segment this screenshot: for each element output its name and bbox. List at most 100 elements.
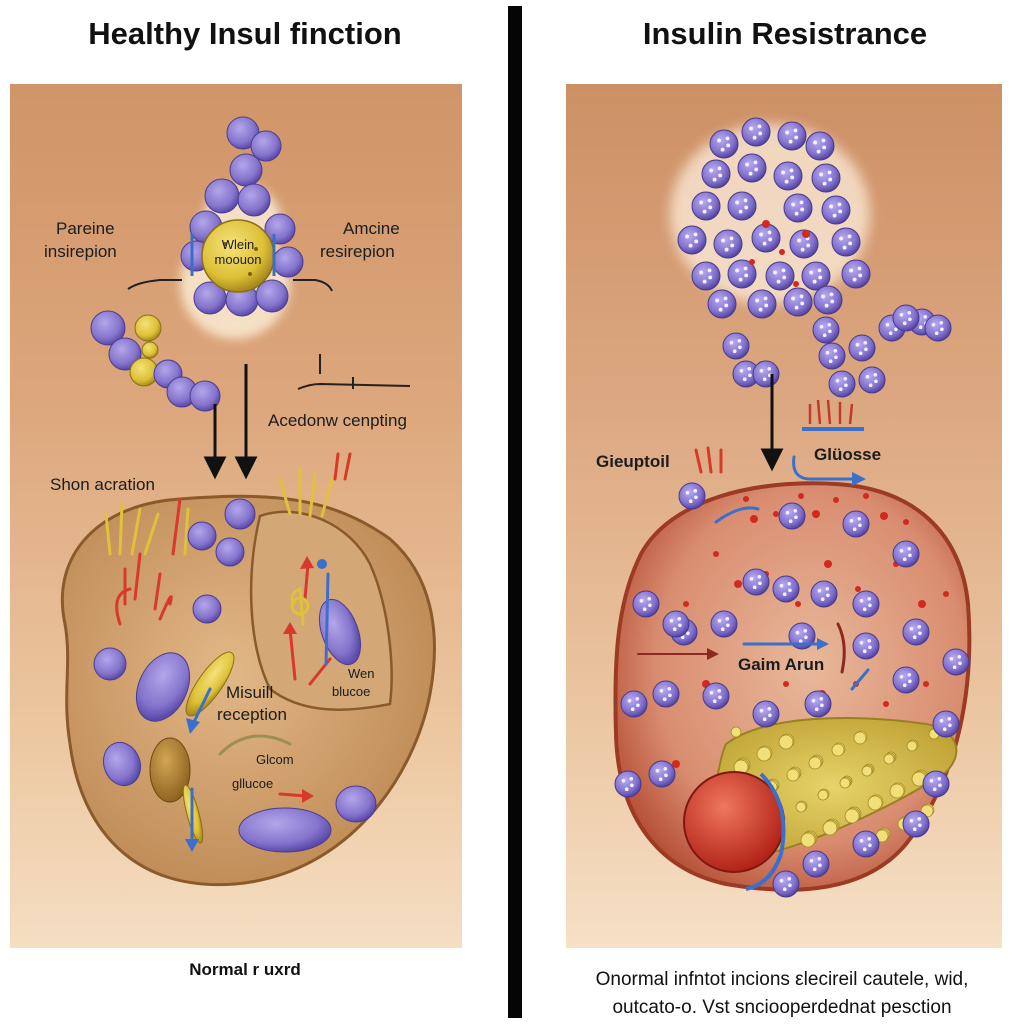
molecule-speckle (767, 706, 772, 711)
molecule-speckle (732, 349, 737, 354)
fat-droplet (730, 726, 742, 738)
label-wen: Wen (348, 666, 375, 681)
molecule (751, 223, 781, 253)
molecule-speckle (764, 303, 769, 308)
molecule-speckle (754, 167, 759, 172)
molecule (614, 770, 642, 798)
molecule (701, 159, 731, 189)
healthy-insulin-panel: Pareine insirepion Amcine resirepion Wle… (10, 84, 462, 948)
glucose-dot (743, 496, 749, 502)
molecule-speckle (795, 630, 800, 635)
molecule-speckle (863, 340, 868, 345)
molecule-speckle (918, 631, 922, 636)
molecule-speckle (949, 656, 954, 661)
molecule-speckle (822, 145, 827, 150)
molecule-speckle (843, 376, 848, 381)
molecule-speckle (793, 128, 798, 133)
molecule-speckle (957, 654, 962, 659)
molecule (777, 121, 807, 151)
molecule-speckle (742, 377, 747, 382)
glucose-dot (855, 586, 861, 592)
molecule-speckle (908, 317, 912, 322)
molecule (924, 314, 952, 342)
molecule-speckle (917, 816, 922, 821)
molecule-speckle (917, 624, 922, 629)
molecule-speckle (757, 124, 762, 129)
molecule-speckle (738, 345, 742, 350)
molecule-speckle (785, 510, 790, 515)
molecule-speckle (688, 499, 693, 504)
molecule (709, 129, 739, 159)
molecule-speckle (830, 299, 835, 304)
molecule-speckle (721, 238, 726, 243)
glucose-dot (734, 580, 742, 588)
molecule-speckle (812, 279, 817, 284)
insulin-core-molecule (190, 219, 276, 293)
molecule-speckle (709, 690, 714, 695)
molecule-speckle (862, 607, 867, 612)
resistance-down-arrow (760, 374, 784, 472)
molecule-speckle (738, 277, 743, 282)
molecule-speckle (787, 581, 792, 586)
cell-molecules (187, 498, 256, 624)
molecule (765, 261, 795, 291)
molecule-speckle (939, 320, 944, 325)
molecule (662, 610, 690, 638)
molecule-speckle (825, 350, 830, 355)
molecule-speckle (793, 508, 798, 513)
molecule (942, 648, 970, 676)
molecule-speckle (758, 307, 763, 312)
blocked-glucose-arrows (637, 446, 870, 691)
molecule-speckle (648, 603, 652, 608)
molecule-speckle (677, 616, 682, 621)
molecule-speckle (858, 273, 863, 278)
molecule-speckle (768, 713, 772, 718)
molecule-speckle (748, 373, 752, 378)
fat-droplet (808, 756, 822, 770)
molecule-speckle (639, 598, 644, 603)
fat-droplet (786, 768, 800, 782)
molecule-speckle (809, 858, 814, 863)
molecule (902, 618, 930, 646)
molecule (812, 316, 840, 344)
molecule-speckle (718, 173, 723, 178)
molecule-speckle (909, 818, 914, 823)
molecule-speckle (767, 230, 772, 235)
molecule-speckle (844, 383, 848, 388)
molecule-speckle (867, 836, 872, 841)
molecule-speckle (828, 329, 832, 334)
molecule-speckle (837, 202, 842, 207)
molecule-speckle (717, 166, 722, 171)
molecule (707, 289, 737, 319)
molecule-speckle (720, 147, 725, 152)
glucose-dot (863, 493, 869, 499)
molecule-speckle (809, 270, 814, 275)
molecule-speckle (812, 867, 817, 872)
molecule-speckle (699, 270, 704, 275)
molecule (648, 760, 676, 788)
molecule-speckle (794, 135, 799, 140)
molecule-speckle (757, 574, 762, 579)
glucose-dot (802, 230, 810, 238)
organelles (93, 598, 377, 853)
molecule (742, 568, 770, 596)
molecule (752, 700, 780, 728)
molecule-speckle (818, 275, 823, 280)
molecule-speckle (669, 618, 674, 623)
molecule-speckle (762, 241, 767, 246)
molecule-speckle (655, 768, 660, 773)
molecule-speckle (664, 773, 668, 778)
molecule-speckle (932, 787, 937, 792)
molecule-speckle (647, 596, 652, 601)
molecule-speckle (832, 213, 837, 218)
glucose-flow-arrows (185, 556, 332, 852)
label-glcom: Glcom (256, 752, 294, 767)
molecule-speckle (811, 698, 816, 703)
molecule-speckle (745, 162, 750, 167)
molecule-speckle (787, 876, 792, 881)
molecule-speckle (781, 170, 786, 175)
molecule-speckle (712, 177, 717, 182)
label-core-line1: Wlein (221, 237, 255, 252)
molecule-speckle (797, 238, 802, 243)
molecule-speckle (907, 310, 912, 315)
